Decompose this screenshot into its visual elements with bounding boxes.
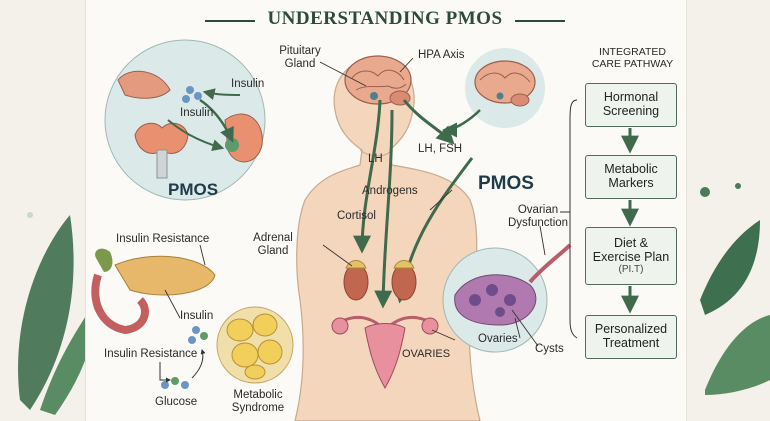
brain-illustration — [344, 55, 412, 106]
label-insulin-resistance-bottom: Insulin Resistance — [104, 348, 198, 360]
title-rule-right — [515, 20, 565, 22]
label-insulin-circle: Insulin — [180, 107, 214, 119]
label-cortisol: Cortisol — [337, 210, 376, 222]
insulin-inset-circle — [104, 39, 266, 201]
label-insulin-top: Insulin — [231, 78, 265, 90]
pancreas-illustration — [91, 248, 216, 389]
page-title: UNDERSTANDING PMOS — [267, 8, 503, 29]
title-rule-left — [205, 20, 255, 22]
label-glucose: Glucose — [155, 396, 198, 408]
ovary-inset-circle — [442, 243, 572, 353]
kidneys-adrenal — [343, 260, 417, 301]
label-cysts: Cysts — [535, 343, 564, 355]
label-lh: LH — [368, 153, 383, 165]
label-pmos-circle: PMOS — [168, 180, 219, 199]
label-androgens: Androgens — [362, 185, 418, 197]
hpa-axis-brain — [465, 48, 545, 128]
label-insulin-resistance-top: Insulin Resistance — [116, 233, 210, 245]
label-ovaries: OVARIES — [402, 348, 451, 360]
label-insulin-pancreas: Insulin — [180, 310, 214, 322]
care-pathway-connectors — [560, 99, 639, 339]
label-lh-fsh: LH, FSH — [418, 143, 463, 155]
fat-cells — [216, 306, 294, 384]
leader-lines — [164, 57, 546, 347]
label-hpa-axis: HPA Axis — [418, 49, 465, 61]
uterus — [331, 316, 439, 390]
hormone-arrows — [353, 99, 481, 309]
label-ovaries-circle: Ovaries — [478, 333, 518, 345]
label-pmos-body: PMOS — [478, 173, 534, 194]
pathway-step-diet-exercise: Diet &Exercise Plan (PI.T) — [585, 227, 677, 285]
